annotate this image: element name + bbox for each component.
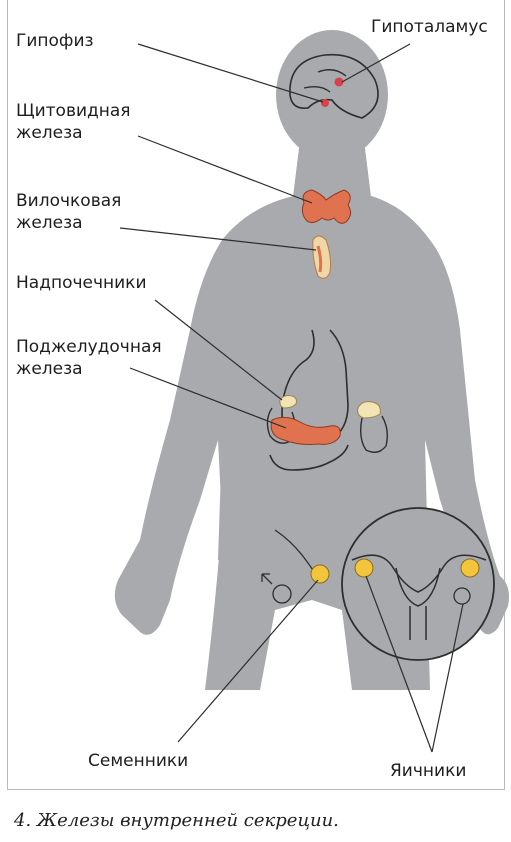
label-thyroid: Щитовидная железа bbox=[16, 100, 131, 144]
pituitary-gland bbox=[321, 99, 329, 107]
label-pancreas-line1: Поджелудочная bbox=[16, 336, 162, 358]
label-pancreas: Поджелудочная железа bbox=[16, 336, 162, 380]
label-thymus-line1: Вилочковая bbox=[16, 190, 121, 212]
label-thymus-line2: железа bbox=[16, 212, 121, 234]
label-thyroid-line2: железа bbox=[16, 122, 131, 144]
label-thymus: Вилочковая железа bbox=[16, 190, 121, 234]
figure-caption: 4. Железы внутренней секреции. bbox=[14, 810, 339, 831]
ovary-left bbox=[355, 559, 373, 577]
label-adrenals: Надпочечники bbox=[16, 272, 147, 294]
ovary-right bbox=[461, 559, 479, 577]
adrenal-right bbox=[358, 402, 381, 418]
female-inset bbox=[342, 508, 494, 660]
label-ovaries: Яичники bbox=[390, 760, 466, 782]
label-pancreas-line2: железа bbox=[16, 358, 162, 380]
label-testes: Семенники bbox=[88, 750, 188, 772]
label-hypothalamus: Гипоталамус bbox=[371, 16, 488, 38]
label-pituitary: Гипофиз bbox=[16, 30, 94, 52]
adrenal-left bbox=[280, 396, 297, 409]
label-thyroid-line1: Щитовидная bbox=[16, 100, 131, 122]
testis-gland bbox=[311, 565, 329, 583]
